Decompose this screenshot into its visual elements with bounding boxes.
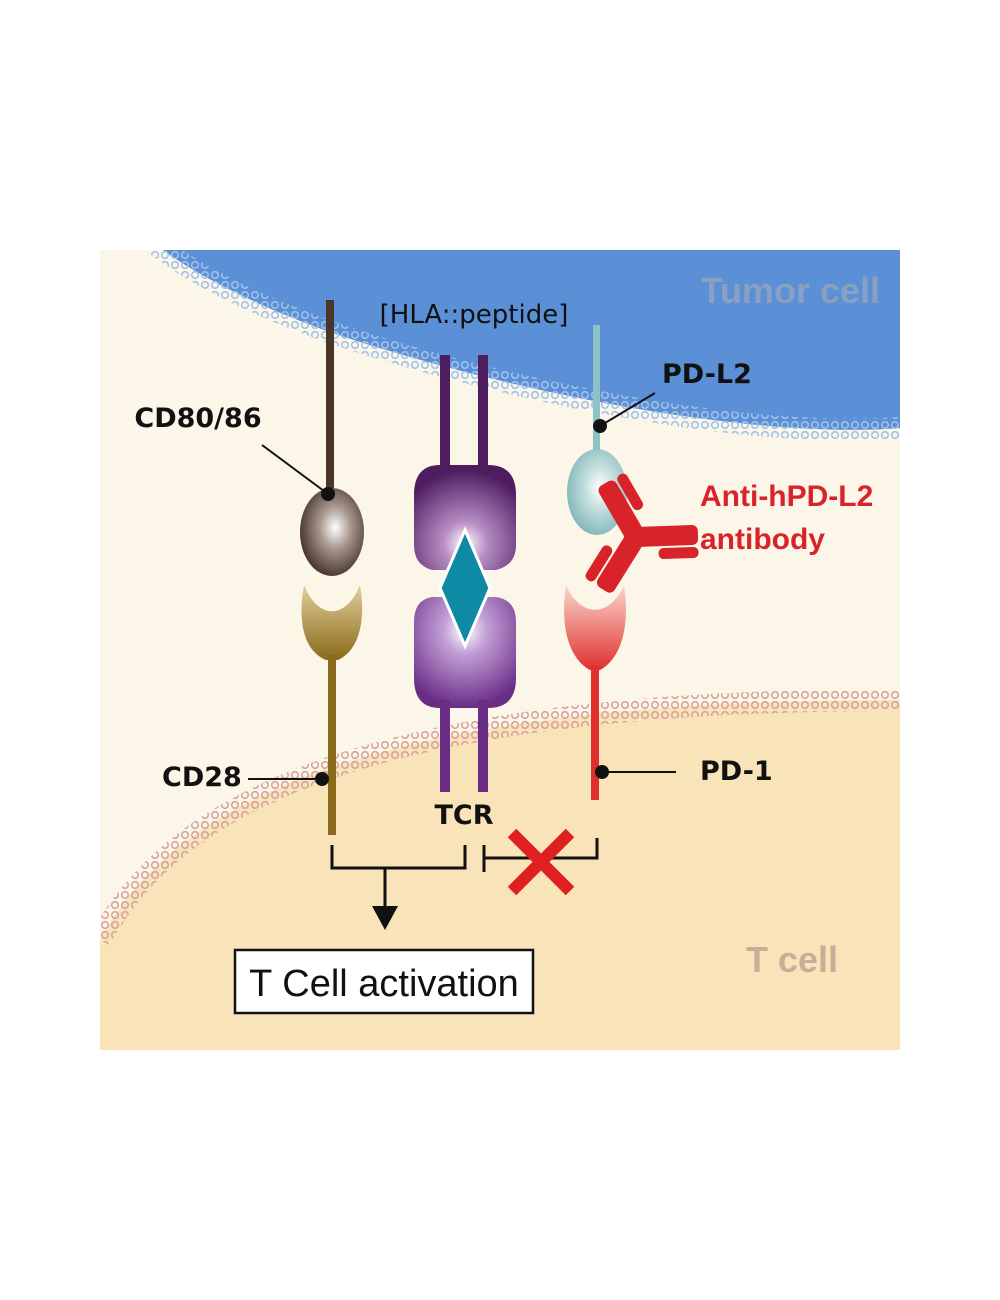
pd-1-stem xyxy=(591,665,599,800)
tumor-cell-body xyxy=(162,250,900,430)
pd-l2-dot xyxy=(593,419,607,433)
tcr-stem-right xyxy=(478,700,488,792)
pd-1-inhibition xyxy=(482,838,599,872)
inhibition-bracket xyxy=(484,838,599,860)
tcr-label: TCR xyxy=(434,800,493,831)
hla-peptide-complex xyxy=(414,355,516,570)
cd80-86-ligand xyxy=(300,300,364,576)
pd-l2-leader xyxy=(599,392,656,427)
cd28-receptor xyxy=(301,585,363,835)
cd28-label: CD28 xyxy=(162,762,242,793)
hla-head xyxy=(414,465,516,570)
cd28-dot xyxy=(315,772,329,786)
activation-arrow-head-icon xyxy=(372,906,398,930)
hla-stem-left xyxy=(440,355,450,470)
activation-signal xyxy=(330,845,467,910)
pd-1-label: PD-1 xyxy=(700,756,773,787)
blocked-x-icon xyxy=(507,828,575,896)
pd-1-receptor xyxy=(564,585,626,800)
tcr-receptor xyxy=(414,597,516,792)
pd-1-head xyxy=(564,585,626,670)
antibody-label-line2: antibody xyxy=(700,523,825,556)
t-cell-membrane xyxy=(100,689,900,946)
t-cell-label: T cell xyxy=(746,939,838,980)
tumor-cell-label: Tumor cell xyxy=(701,270,880,311)
antibody-label-line1: Anti-hPD-L2 xyxy=(700,480,873,513)
anti-hpd-l2-antibody-icon xyxy=(585,473,699,593)
tcr-stem-left xyxy=(440,700,450,792)
cd80-86-leader xyxy=(261,444,329,495)
cd80-86-label: CD80/86 xyxy=(134,403,261,434)
co-stimulation-bracket xyxy=(330,845,467,870)
hla-peptide-label: [HLA::peptide] xyxy=(380,300,569,330)
pd-1-dot xyxy=(595,765,609,779)
tumor-cell-membrane xyxy=(144,250,900,441)
cd80-86-head xyxy=(300,488,364,576)
cd28-head xyxy=(301,585,363,660)
t-cell-activation-box xyxy=(233,948,535,1015)
t-cell-activation-label: T Cell activation xyxy=(249,963,519,1005)
hla-stem-right xyxy=(478,355,488,470)
callouts xyxy=(248,392,676,786)
peptide-diamond xyxy=(438,526,492,650)
cd80-86-dot xyxy=(321,487,335,501)
tcr-head xyxy=(414,597,516,708)
cd28-stem xyxy=(328,655,336,835)
cd80-86-stem xyxy=(326,300,334,510)
pd-l2-label: PD-L2 xyxy=(662,359,752,390)
pd-l2-stem xyxy=(593,325,600,465)
